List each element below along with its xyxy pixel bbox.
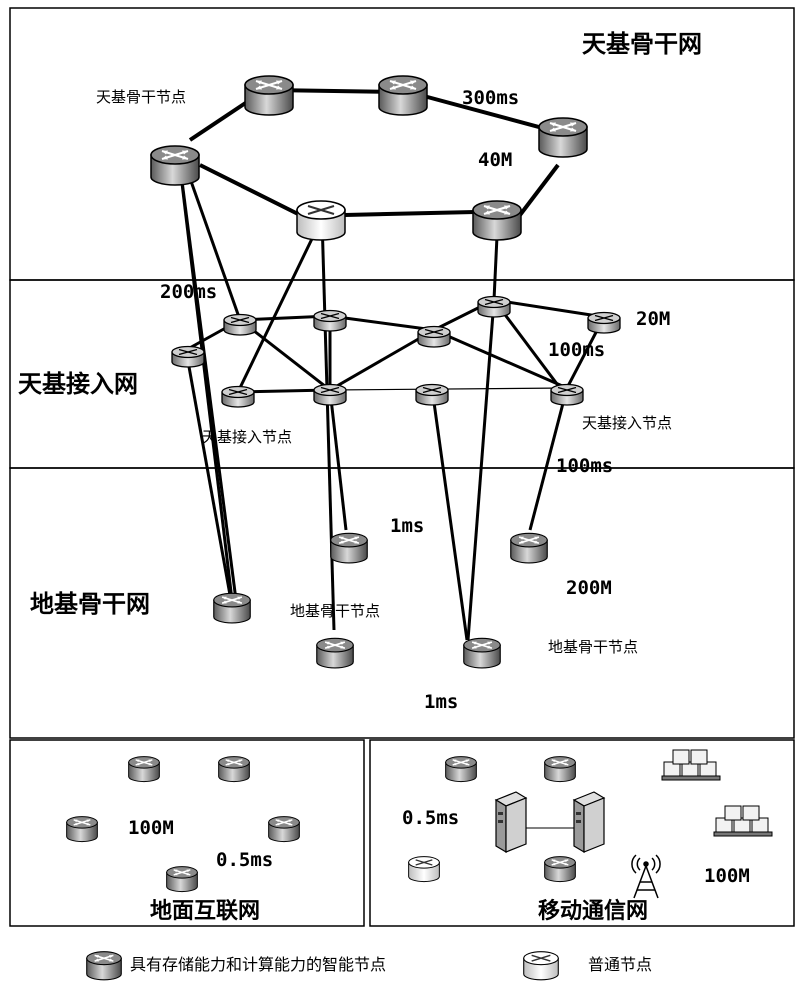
cell-tower-icon (631, 854, 661, 899)
space-access-node-label-left: 天基接入节点 (202, 428, 292, 446)
space-backbone-title: 天基骨干网 (582, 29, 702, 58)
metric-label: 300ms (462, 87, 519, 109)
metric-label: 40M (478, 149, 512, 171)
server-icon (573, 791, 605, 853)
metric-label: 100M (128, 817, 174, 839)
metric-label: 0.5ms (402, 807, 459, 829)
storage-stack-icon (661, 749, 721, 781)
metric-label: 200M (566, 577, 612, 599)
backbone-smart-node (149, 144, 201, 187)
metric-label: 20M (636, 308, 670, 330)
mobile-network-nodes (407, 749, 773, 899)
ground-internet-title: 地面互联网 (150, 898, 260, 924)
server-icon (495, 791, 527, 853)
region-frames (9, 7, 795, 927)
backbone-smart-node (471, 199, 523, 242)
ground-backbone-title: 地基骨干网 (30, 589, 150, 618)
legend-smart-node-label: 具有存储能力和计算能力的智能节点 (130, 955, 386, 974)
metric-label: 0.5ms (216, 849, 273, 871)
legend-normal-node-label: 普通节点 (588, 955, 652, 974)
legend-smart-node-icon (85, 950, 123, 981)
metric-label: 100ms (556, 455, 613, 477)
space-backbone-node-label: 天基骨干节点 (96, 88, 186, 106)
mobile-network-title: 移动通信网 (538, 898, 648, 924)
node-labels: 天基骨干节点 天基接入节点 天基接入节点 地基骨干节点 地基骨干节点 (96, 88, 672, 656)
backbone-smart-node (243, 74, 295, 117)
ground-backbone-node-label-right: 地基骨干节点 (548, 638, 638, 656)
link-metrics: 300ms 40M 200ms 20M 100ms 100ms 1ms 200M… (128, 87, 750, 887)
ground-internet-nodes (65, 755, 301, 893)
metric-label: 1ms (424, 691, 458, 713)
ground-backbone-node-label-center: 地基骨干节点 (290, 602, 380, 620)
metric-label: 1ms (390, 515, 424, 537)
links (176, 88, 606, 829)
ground-backbone-nodes (212, 532, 549, 669)
metric-label: 200ms (160, 281, 217, 303)
space-access-node-label-right: 天基接入节点 (582, 414, 672, 432)
backbone-smart-node (537, 116, 589, 159)
backbone-normal-node (296, 200, 346, 241)
legend: 具有存储能力和计算能力的智能节点 普通节点 (85, 950, 652, 981)
metric-label: 100M (704, 865, 750, 887)
storage-stack-icon (713, 805, 773, 837)
region-titles: 天基骨干网 天基接入网 地基骨干网 地面互联网 移动通信网 (18, 29, 702, 924)
backbone-smart-node (377, 74, 429, 117)
space-access-title: 天基接入网 (18, 369, 138, 398)
legend-normal-node-icon (522, 950, 560, 981)
metric-label: 100ms (548, 339, 605, 361)
